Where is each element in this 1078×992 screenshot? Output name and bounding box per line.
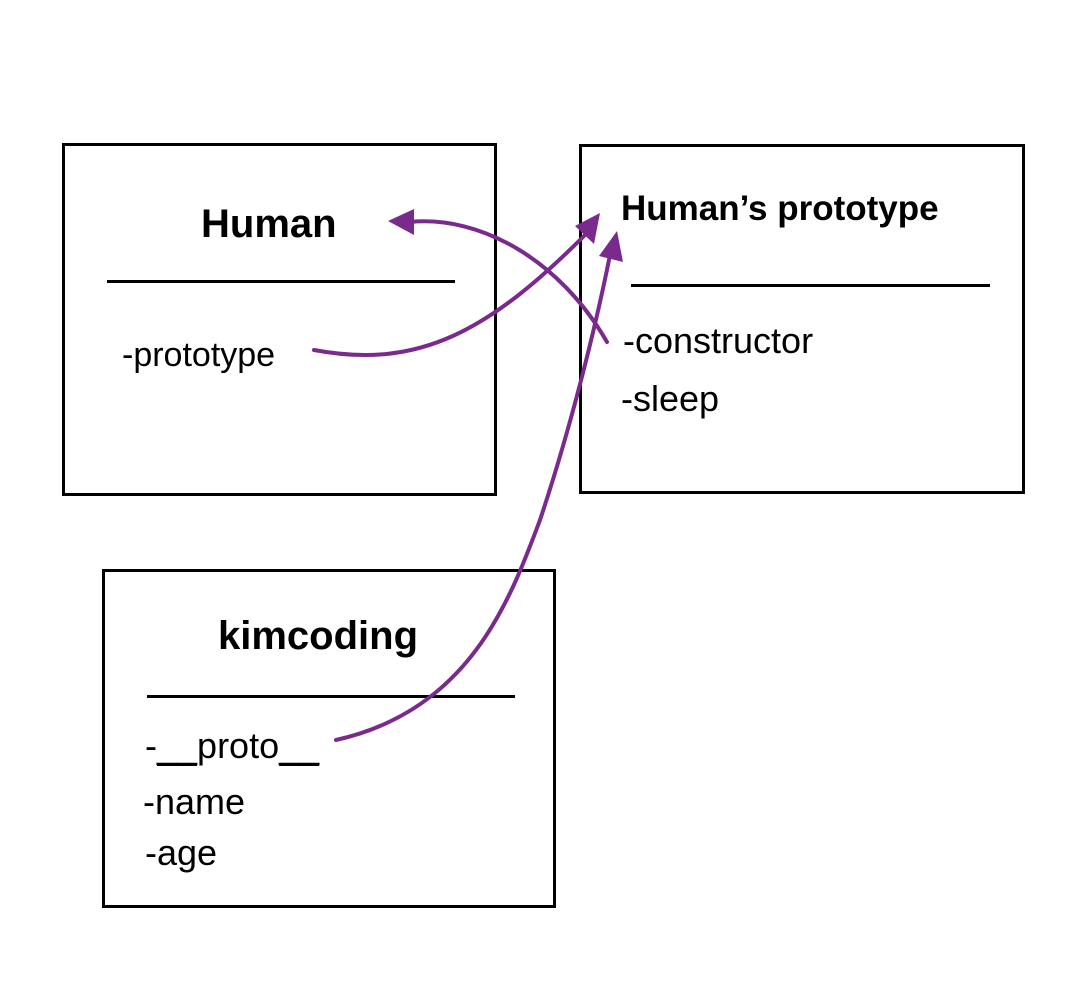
humans-prototype-title: Human’s prototype	[621, 189, 939, 228]
proto-underscore-left: __	[157, 725, 198, 766]
kimcoding-prop-age: -age	[145, 832, 218, 873]
humans-prototype-divider	[631, 284, 990, 287]
kimcoding-prop-proto: -__proto__	[145, 728, 319, 764]
humans-prototype-box: Human’s prototype -constructor -sleep	[579, 144, 1025, 494]
proto-prefix: -	[145, 725, 157, 766]
kimcoding-divider	[147, 695, 515, 698]
kimcoding-box: kimcoding -__proto__ -name -age	[102, 569, 556, 908]
human-prop-prototype: -prototype	[122, 336, 276, 374]
proto-underscore-right: __	[279, 725, 320, 766]
human-title: Human	[201, 202, 337, 246]
humans-prototype-prop-constructor: -constructor	[623, 320, 814, 361]
proto-word: proto	[197, 725, 280, 766]
human-divider	[107, 280, 455, 283]
kimcoding-title: kimcoding	[218, 614, 419, 658]
humans-prototype-prop-sleep: -sleep	[621, 378, 720, 419]
kimcoding-prop-name: -name	[143, 781, 246, 822]
human-box: Human -prototype	[62, 143, 497, 496]
